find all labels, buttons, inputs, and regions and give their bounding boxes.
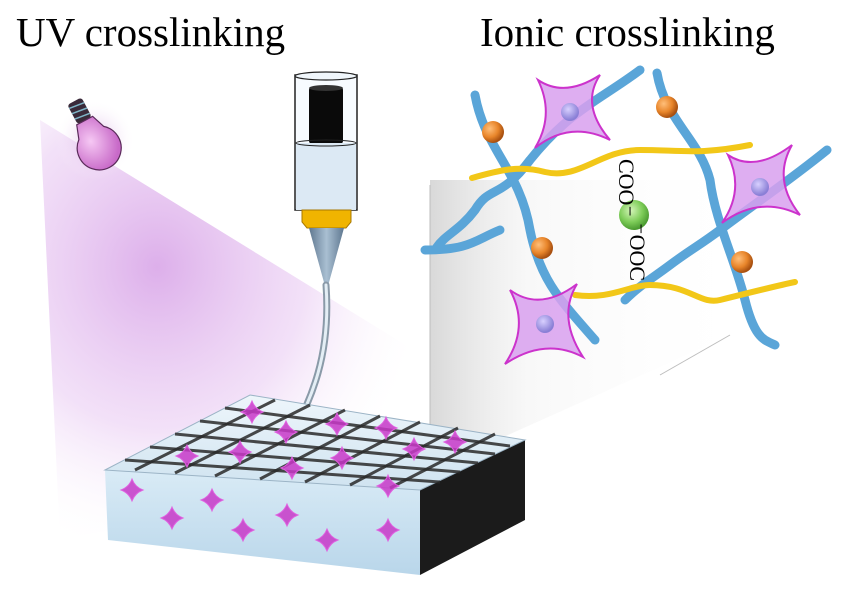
cation-icon	[619, 200, 649, 230]
uv-crosslinking-title: UV crosslinking	[16, 9, 286, 55]
carboxylate-label-bottom: ⁻OOC	[625, 222, 650, 282]
cell-icon	[504, 283, 586, 365]
ionic-crosslinking-title: Ionic crosslinking	[480, 9, 775, 55]
syringe	[294, 71, 358, 229]
network-cells	[504, 74, 801, 365]
uv-bulb-icon	[54, 98, 135, 180]
crosslink-nodes	[482, 96, 753, 273]
network-backdrop	[429, 180, 760, 470]
nozzle	[309, 228, 344, 286]
printed-scaffold	[103, 394, 527, 575]
cell-icon	[721, 144, 801, 224]
cell-icon	[534, 74, 611, 149]
embedded-cells	[119, 399, 468, 553]
carboxylate-label-top: COO⁻	[614, 158, 639, 218]
crosslinker-chains	[469, 142, 798, 304]
